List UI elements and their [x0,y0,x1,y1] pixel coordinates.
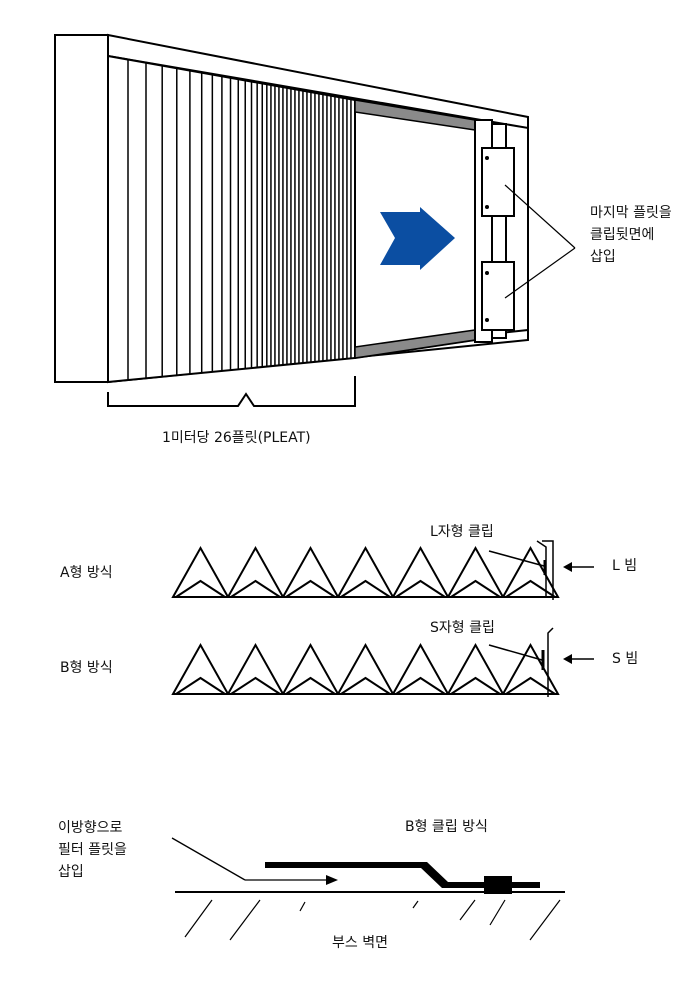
l-beam-label: L 빔 [612,558,638,574]
b-clip-mount-block [484,876,512,894]
l-beam-arrow-icon [563,562,594,572]
booth-wall-label: 부스 벽면 [332,935,388,951]
clip-rivets [485,156,489,322]
b-clip-profile [265,862,540,888]
leader-line-upper [504,184,576,249]
row-b-label: B형 방식 [60,660,113,676]
l-clip-shape [536,540,547,596]
callout-last-pleat: 마지막 플릿을 클립뒷면에 삽입 [590,205,672,265]
row-a-pleat-fold [230,579,281,598]
row-a-pleat [391,545,450,598]
b-clip-title: B형 클립 방식 [405,819,488,835]
row-a-pleat-fold [505,579,556,598]
l-clip-assembly [488,540,554,600]
row-b-pleat-fold [450,676,501,695]
row-a-pleat [226,545,285,598]
s-beam-label: S 빔 [612,651,639,667]
row-a-pleat-fold [395,579,446,598]
wall-hatching [184,899,561,941]
insert-guide-line [171,837,246,881]
rivet [485,156,489,160]
s-beam-shape [547,627,554,697]
leader-line-lower [504,247,576,299]
s-clip-label: S자형 클립 [430,620,495,636]
rivet [485,271,489,275]
s-beam-arrow-icon [563,654,594,664]
row-b-pleat [391,642,450,695]
pleat-lines [107,56,352,382]
filter-frame-illustration [54,33,529,384]
insert-direction-note: 이방향으로 필터 플릿을 삽입 [58,820,127,880]
row-b-pleat-fold [230,676,281,695]
row-a-pleat [281,545,340,598]
row-b-pleat [171,642,230,695]
row-a-pleat [501,545,560,598]
row-a-pleat [171,545,230,598]
rivet [485,318,489,322]
s-clip-leader [488,644,543,661]
l-clip-leader [488,550,545,567]
row-b-pleat [446,642,505,695]
row-a-pleat-fold [285,579,336,598]
row-b-pleat-fold [395,676,446,695]
l-beam-shape [542,540,554,600]
row-a-pleat [336,545,395,598]
row-a-pleat-fold [340,579,391,598]
pleat-span-brace [107,376,356,407]
row-a-pleat-fold [175,579,226,598]
row-a-pleat-fold [450,579,501,598]
row-b-pleat-fold [340,676,391,695]
row-a-label: A형 방식 [60,565,113,581]
row-b-pleat [281,642,340,695]
row-b-pleat [501,642,560,695]
row-b-pleats [171,642,560,695]
row-b-pleat-fold [505,676,556,695]
row-b-pleat-fold [285,676,336,695]
row-a-pleat [446,545,505,598]
frame-left-end [54,34,109,383]
l-clip-label: L자형 클립 [430,524,494,540]
row-b-pleat [336,642,395,695]
callout-leaders [504,184,576,299]
airflow-arrow-icon [380,207,455,270]
s-clip-assembly [488,627,554,697]
row-b-pleat [226,642,285,695]
row-a-pleats [171,545,560,598]
insert-arrow-icon [326,875,338,885]
pleat-field [107,54,356,384]
b-clip-illustration [171,837,565,941]
caption-pleats-per-meter: 1미터당 26플릿(PLEAT) [162,430,311,446]
row-b-pleat-fold [175,676,226,695]
rivet [485,205,489,209]
